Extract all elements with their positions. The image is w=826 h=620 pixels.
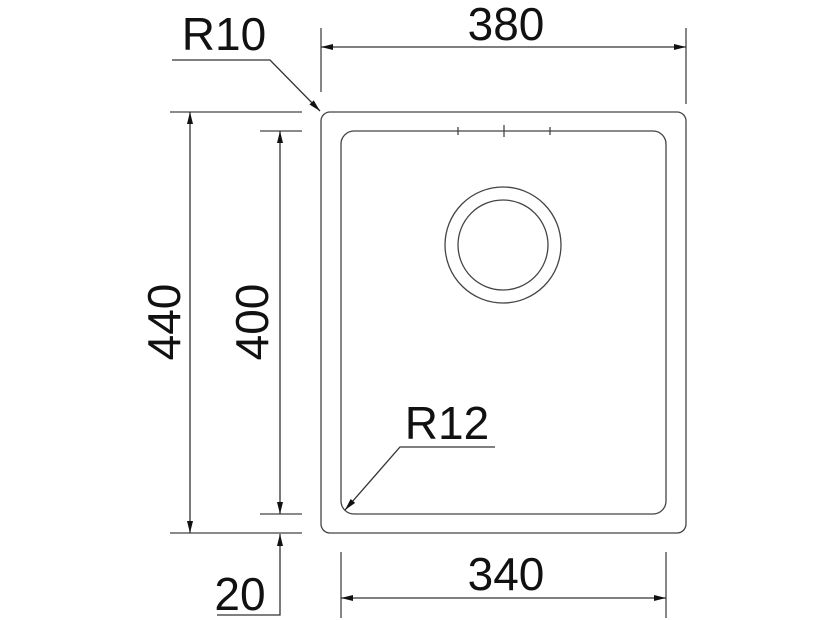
leader-r10 [172,59,321,112]
leader-20 [217,534,283,616]
label-20: 20 [214,568,265,620]
label-440: 440 [138,284,190,361]
label-r12: R12 [405,397,489,449]
drain-outer-circle [444,186,562,304]
drain-inner-circle [457,199,549,291]
leader-r12 [344,446,495,511]
tap-hole-marks [457,125,551,137]
sink-outer-outline [320,111,687,534]
label-340: 340 [468,548,545,600]
label-380: 380 [468,0,545,50]
label-r10: R10 [182,8,266,60]
sink-inner-bowl [340,130,667,515]
extension-lines [170,28,687,618]
label-400: 400 [226,284,278,361]
